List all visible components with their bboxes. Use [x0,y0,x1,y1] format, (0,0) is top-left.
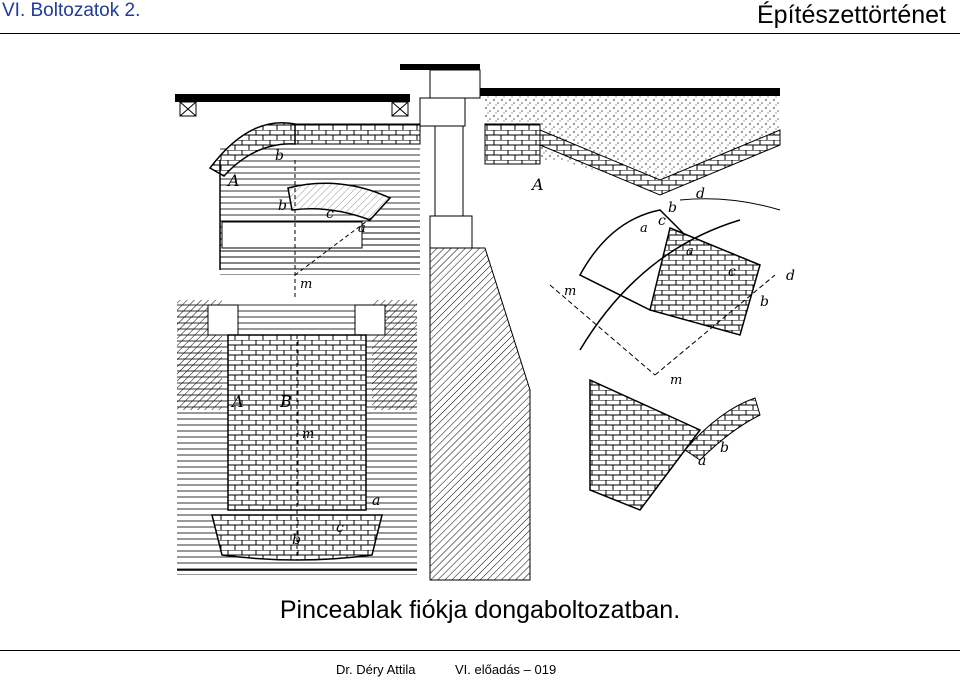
label-b-upper-2: b [278,198,287,214]
label-c-right: c [658,213,666,229]
label-c-right-2: c [728,264,736,280]
middle-wall-section: B A [400,64,544,581]
label-A-lower: A [230,392,244,411]
lower-right-detail: a b [589,378,761,511]
label-A-middle: A [530,175,544,194]
slide-section-title: VI. Boltozatok 2. [2,0,141,21]
footer-author: Dr. Déry Attila [336,662,416,677]
label-b-right-2: b [760,294,769,310]
header-divider [0,33,960,34]
label-b-upper: b [275,148,284,164]
upper-right-vault: m c b d a a c d b m [480,88,795,388]
label-d-right-2: d [786,268,795,284]
label-b-detail: b [720,440,729,456]
label-a-right-2: a [686,244,694,259]
vault-drawing-figure: A b b c a m A B m a c b B A [175,64,795,581]
upper-left-section: A b b c a m [175,94,421,300]
figure-caption: Pinceablak fiókja dongaboltozatban. [279,596,681,624]
slide-header: VI. Boltozatok 2. Építészettörténet [0,0,960,36]
footer-lecture: VI. előadás – 019 [455,662,557,677]
label-a-upper: a [358,221,366,236]
label-B-lower: B [279,392,292,411]
label-a-lower: a [372,493,380,509]
label-c-upper: c [326,206,334,222]
label-m-lower: m [302,427,314,442]
label-m-upper: m [300,277,312,292]
label-b-lower: b [292,532,301,548]
label-b-right: b [668,200,677,216]
lower-left-plan: A B m a c b [177,300,417,575]
label-c-lower: c [336,520,344,536]
label-m-right: m [564,284,576,299]
footer-divider [0,650,960,651]
label-m-right-2: m [670,373,682,388]
label-a-detail: a [698,453,706,469]
course-title: Építészettörténet [756,1,946,29]
label-d-right: d [696,186,705,202]
label-a-right: a [640,221,648,236]
label-A-upper: A [226,171,240,190]
